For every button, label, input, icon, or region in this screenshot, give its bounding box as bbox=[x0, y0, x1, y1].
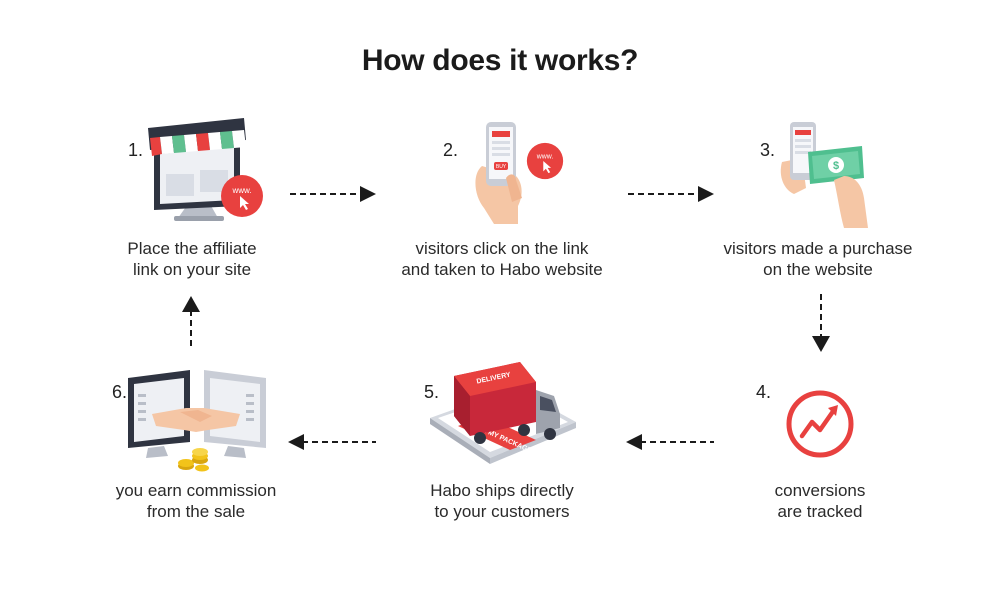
arrow-step6-to-step1 bbox=[182, 296, 200, 350]
arrow-step5-to-step6 bbox=[288, 434, 376, 450]
handshake-commission-icon bbox=[128, 370, 266, 472]
step-2-number: 2. bbox=[443, 140, 459, 160]
phone-payment-icon: $ bbox=[780, 122, 868, 228]
page-title: How does it works? bbox=[361, 44, 639, 77]
conversion-trend-icon bbox=[786, 390, 854, 458]
phone-tap-icon: BUY bbox=[475, 122, 522, 224]
www-click-badge-icon: www. bbox=[221, 175, 263, 217]
step-5-number: 5. bbox=[424, 382, 440, 402]
step-1-number: 1. bbox=[128, 140, 144, 160]
step-4-number: 4. bbox=[756, 382, 772, 402]
step-3-number: 3. bbox=[760, 140, 776, 160]
storefront-monitor-icon bbox=[148, 118, 246, 221]
svg-text:$: $ bbox=[833, 160, 839, 172]
www-click-badge-icon: www. bbox=[526, 142, 564, 180]
arrow-step3-to-step4 bbox=[812, 294, 830, 352]
svg-text:www.: www. bbox=[231, 186, 251, 195]
step-6-number: 6. bbox=[112, 382, 128, 402]
arrow-step2-to-step3 bbox=[628, 186, 714, 202]
svg-text:BUY: BUY bbox=[496, 164, 507, 170]
delivery-truck-tablet-icon: TRACK MY PACKAGE DELIVERY bbox=[430, 362, 576, 464]
arrow-step1-to-step2 bbox=[290, 186, 376, 202]
arrow-step4-to-step5 bbox=[626, 434, 714, 450]
svg-text:www.: www. bbox=[536, 153, 554, 160]
